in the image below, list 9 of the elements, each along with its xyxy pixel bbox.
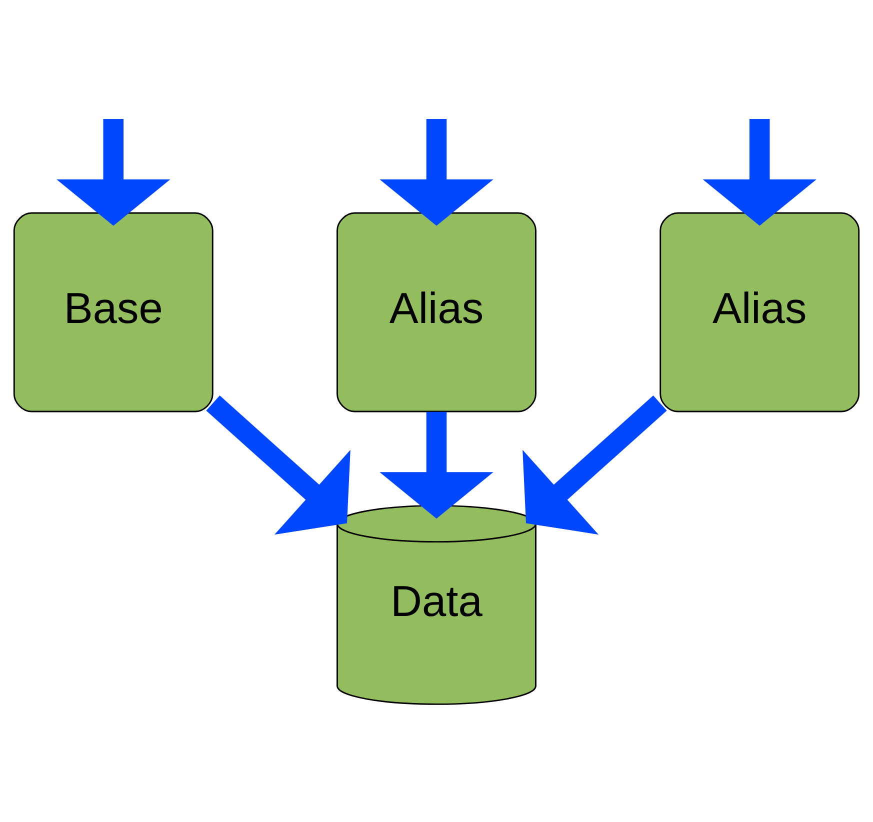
arrow [56, 118, 170, 226]
arrow [702, 118, 816, 226]
node-box: Alias [336, 212, 536, 412]
arrow [522, 395, 667, 535]
arrow [380, 412, 494, 519]
arrow [206, 395, 350, 535]
node-box: Alias [660, 212, 860, 412]
node-box: Base [13, 212, 214, 412]
arrow [380, 118, 494, 226]
